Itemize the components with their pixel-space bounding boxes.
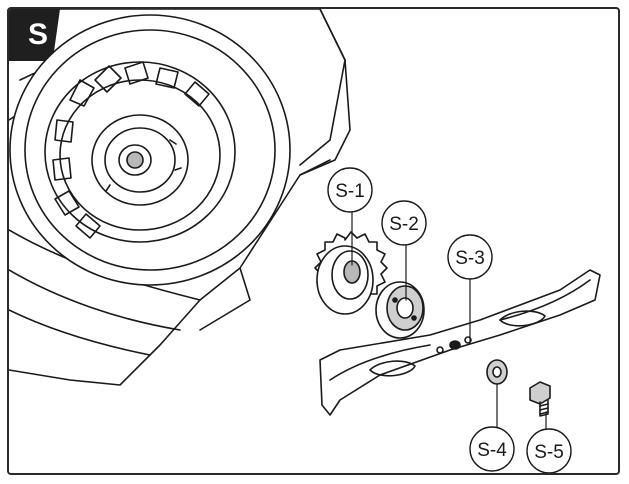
part-s4-washer [486, 359, 508, 385]
drive-housing [9, 14, 291, 286]
part-s3-blade [319, 269, 601, 416]
label-s1: S-1 [335, 181, 365, 202]
leader-lines [351, 209, 547, 431]
part-s2-adapter [375, 281, 425, 339]
label-circles [327, 167, 572, 473]
label-s2: S-2 [389, 214, 419, 235]
section-badge: S [9, 9, 67, 61]
part-s5-bolt [529, 381, 551, 417]
label-s3: S-3 [455, 248, 485, 269]
label-s5: S-5 [534, 442, 564, 463]
part-s1-gear [314, 231, 388, 315]
label-s4: S-4 [477, 440, 507, 461]
